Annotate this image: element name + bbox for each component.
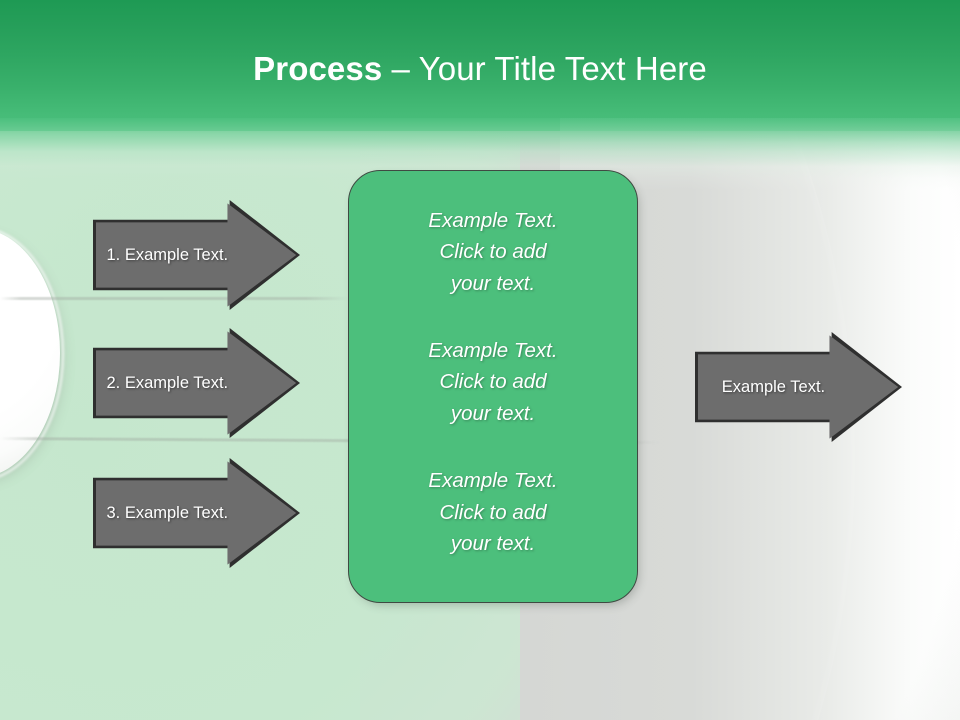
input-arrow-1[interactable]: 1. Example Text.	[93, 200, 300, 310]
output-arrow-label: Example Text.	[721, 377, 826, 396]
input-arrow-2-label: 2. Example Text.	[106, 373, 229, 392]
page-title-bold: Process	[253, 50, 383, 87]
center-panel-paragraph-1[interactable]: Example Text. Click to add your text.	[428, 209, 558, 295]
input-arrow-2[interactable]: 2. Example Text.	[93, 328, 300, 438]
input-arrow-3-label: 3. Example Text.	[106, 503, 229, 522]
center-process-panel[interactable]: Example Text. Click to add your text. Ex…	[348, 170, 638, 603]
output-arrow[interactable]: Example Text.	[695, 332, 902, 442]
center-panel-paragraph-2[interactable]: Example Text. Click to add your text.	[428, 339, 558, 425]
page-title: Process – Your Title Text Here	[0, 50, 960, 88]
input-arrow-3[interactable]: 3. Example Text.	[93, 458, 300, 568]
center-panel-paragraph-3[interactable]: Example Text. Click to add your text.	[428, 469, 558, 555]
background-hairline-upper	[0, 297, 348, 300]
title-band	[0, 0, 960, 131]
input-arrow-1-label: 1. Example Text.	[106, 245, 229, 264]
page-title-rest: – Your Title Text Here	[382, 50, 707, 87]
